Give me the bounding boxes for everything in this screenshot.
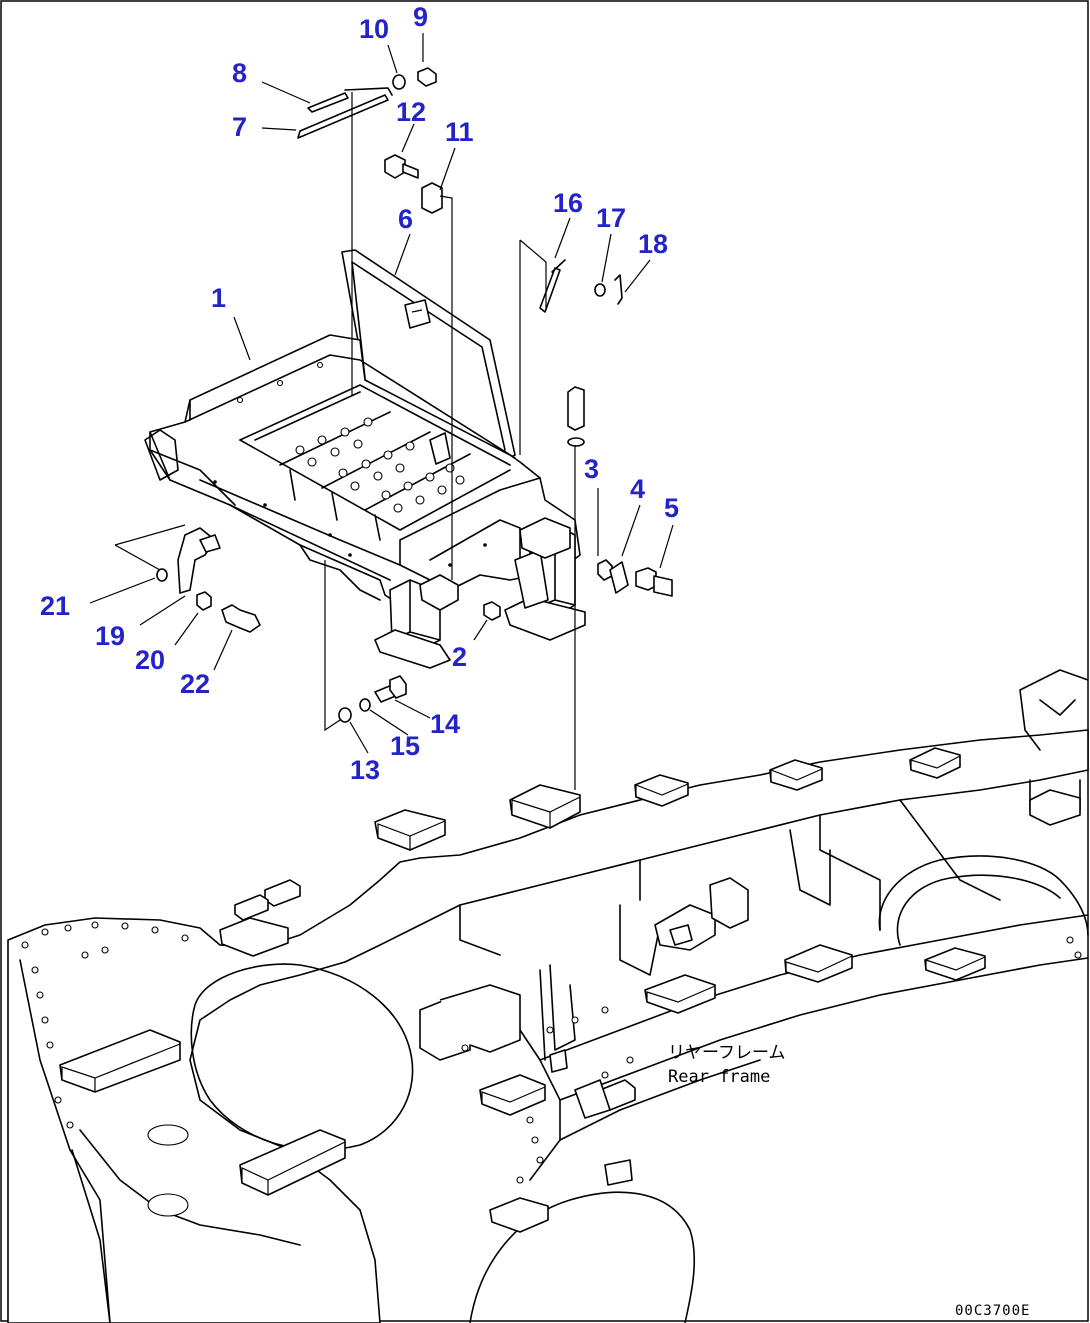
assembly-lines bbox=[114, 92, 576, 790]
callout-21: 21 bbox=[40, 591, 70, 621]
callout-7: 7 bbox=[232, 112, 247, 142]
nut-9 bbox=[417, 67, 437, 87]
bolt-12 bbox=[384, 154, 406, 179]
callout-2: 2 bbox=[452, 642, 467, 672]
callout-3: 3 bbox=[584, 454, 599, 484]
nut-20 bbox=[196, 591, 212, 611]
frame-round-hole bbox=[147, 1124, 189, 1146]
clip-11 bbox=[421, 182, 443, 214]
callout-6: 6 bbox=[398, 204, 413, 234]
callout-22: 22 bbox=[180, 669, 210, 699]
mount-bolt bbox=[567, 386, 585, 431]
callout-8: 8 bbox=[232, 58, 247, 88]
callout-11: 11 bbox=[445, 117, 474, 147]
callout-18: 18 bbox=[638, 229, 668, 259]
callout-12: 12 bbox=[396, 97, 426, 127]
callout-15: 15 bbox=[390, 731, 420, 761]
frame-label-japanese: リヤーフレーム bbox=[668, 1043, 785, 1063]
stay-7 bbox=[297, 94, 389, 139]
callout-numbers: 1 2 3 4 5 6 7 8 9 10 11 12 13 14 15 16 1… bbox=[40, 2, 679, 785]
rod-16 bbox=[539, 267, 561, 313]
washer-15 bbox=[359, 698, 371, 712]
leader-lines bbox=[89, 33, 674, 754]
callout-10: 10 bbox=[359, 14, 389, 44]
callout-9: 9 bbox=[413, 2, 428, 32]
callout-20: 20 bbox=[135, 645, 165, 675]
frame-bolt-holes bbox=[21, 921, 1082, 1184]
plate-4 bbox=[609, 561, 629, 594]
tray-holes bbox=[236, 361, 465, 513]
tool-box-legs bbox=[374, 517, 586, 669]
mount-washer bbox=[567, 437, 585, 447]
callout-5: 5 bbox=[664, 493, 679, 523]
bolt-5 bbox=[635, 567, 657, 591]
callout-1: 1 bbox=[211, 283, 226, 313]
nut-2 bbox=[483, 601, 501, 621]
hardware-parts bbox=[156, 67, 673, 723]
callout-17: 17 bbox=[596, 203, 626, 233]
frame-label-english: Rear frame bbox=[668, 1067, 770, 1087]
callout-14: 14 bbox=[430, 709, 460, 739]
pin-18 bbox=[614, 274, 623, 305]
washer-13 bbox=[338, 707, 352, 723]
bolt-22 bbox=[221, 604, 261, 633]
washer-10 bbox=[392, 74, 406, 90]
washer-21 bbox=[156, 568, 168, 582]
washer-17 bbox=[594, 283, 606, 297]
callout-4: 4 bbox=[630, 474, 645, 504]
tool-box bbox=[144, 249, 586, 669]
frame-mount-pads bbox=[59, 747, 1081, 1233]
rear-frame bbox=[7, 669, 1089, 1323]
drawing-code: 00C3700E bbox=[955, 1303, 1030, 1319]
callout-16: 16 bbox=[553, 188, 583, 218]
stay-8 bbox=[307, 92, 349, 113]
callout-13: 13 bbox=[350, 755, 380, 785]
callout-19: 19 bbox=[95, 621, 125, 651]
frame-round-hole bbox=[147, 1193, 189, 1217]
